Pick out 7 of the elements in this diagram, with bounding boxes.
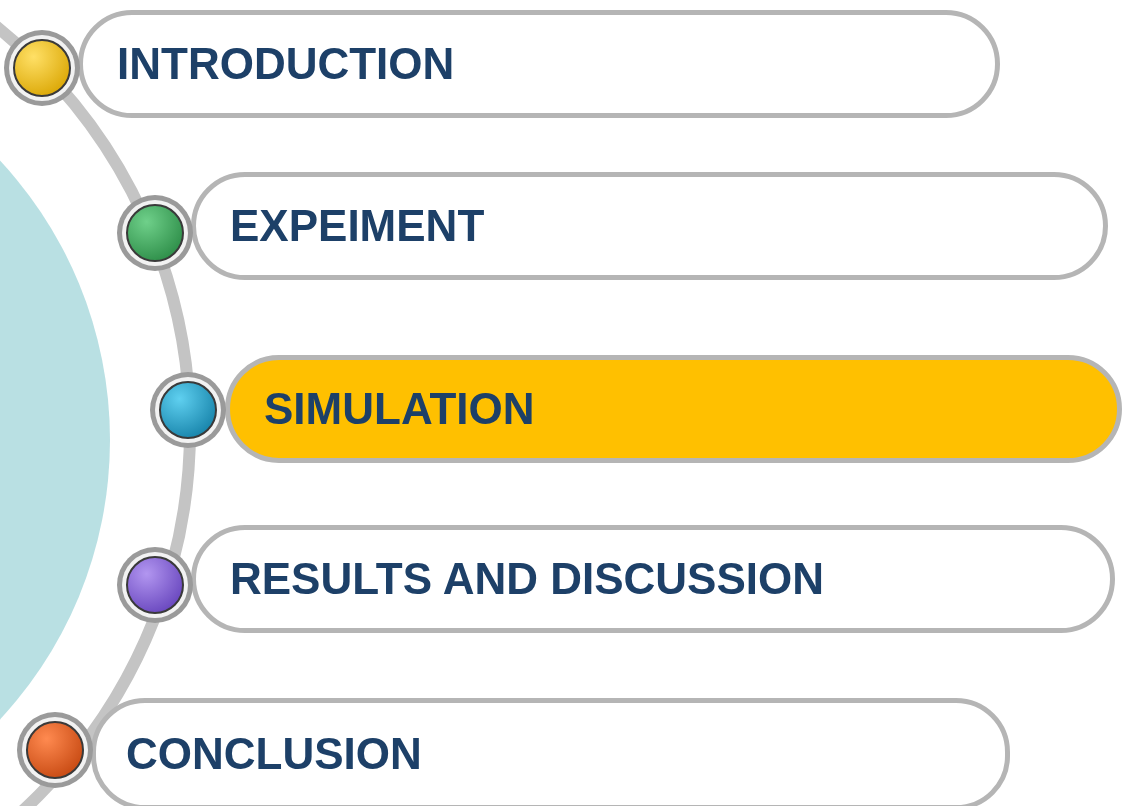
- agenda-label: CONCLUSION: [126, 729, 422, 779]
- agenda-label: RESULTS AND DISCUSSION: [230, 554, 825, 604]
- agenda-label: EXPEIMENT: [230, 201, 485, 251]
- agenda-pill: [91, 698, 1010, 806]
- agenda-label: SIMULATION: [264, 384, 535, 434]
- agenda-pill: [78, 10, 1000, 118]
- agenda-label: INTRODUCTION: [117, 39, 455, 89]
